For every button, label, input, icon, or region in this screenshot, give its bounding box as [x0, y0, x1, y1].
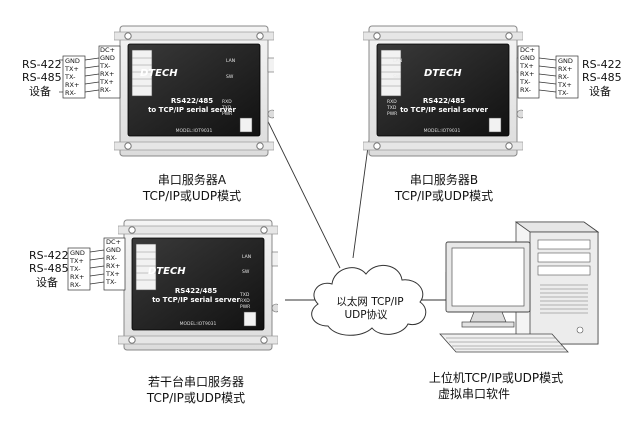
- device-a-line3: 设备: [29, 84, 51, 98]
- caption-server-a-1: 串口服务器A: [158, 172, 227, 187]
- pin-tx-plus: TX+: [105, 270, 120, 278]
- pwr-label: PWR: [240, 304, 250, 310]
- sw-label: SW: [393, 74, 401, 80]
- model-line2: to TCP/IP serial server: [148, 106, 236, 114]
- pin-tx-plus: TX+: [519, 62, 534, 70]
- model-line2: to TCP/IP serial server: [152, 296, 240, 304]
- term-b-3: RX-: [558, 73, 570, 81]
- device-c-line1: RS-422: [29, 249, 69, 262]
- pwr-label: PWR: [222, 111, 232, 117]
- model-line1: RS422/485: [175, 287, 217, 295]
- device-b-line1: RS-422: [582, 58, 622, 71]
- txd-label: TXD: [386, 105, 397, 111]
- lan-label: LAN: [226, 58, 235, 64]
- cloud-line2: UDP协议: [344, 308, 388, 321]
- pin-dcplus: DC+: [106, 238, 121, 246]
- pin-tx-minus: TX-: [99, 62, 111, 70]
- pin-rx-minus: RX-: [520, 86, 532, 94]
- term-b-2: RX+: [558, 65, 572, 73]
- terminal-box-b: GND RX+ RX- TX+ TX-: [555, 55, 579, 99]
- ethernet-cloud: 以太网 TCP/IP UDP协议: [311, 265, 427, 336]
- caption-server-a-2: TCP/IP或UDP模式: [142, 189, 241, 203]
- model-line1: RS422/485: [423, 97, 465, 105]
- term-a-3: TX-: [64, 73, 76, 81]
- term-b-5: TX-: [557, 89, 569, 97]
- sw-label: SW: [242, 269, 250, 275]
- pwr-label: PWR: [387, 111, 397, 117]
- caption-pc-2: 虚拟串口软件: [438, 387, 510, 401]
- caption-server-c-1: 若干台串口服务器: [148, 374, 244, 389]
- terminal-box-a: GND TX+ TX- RX+ RX-: [62, 55, 86, 99]
- device-b-line2: RS-485: [582, 71, 622, 84]
- pin-gnd: GND: [520, 54, 535, 62]
- term-a-2: TX+: [64, 65, 79, 73]
- serial-server-b: DTECH LAN SW RXD TXD PWR RS422/485 to TC…: [363, 25, 523, 157]
- term-a-4: RX+: [65, 81, 79, 89]
- device-c-line2: RS-485: [29, 262, 69, 275]
- wires-b: [538, 57, 557, 93]
- pin-rx-minus: RX-: [100, 86, 112, 94]
- pin-rx-minus: RX-: [106, 254, 118, 262]
- pin-tx-plus: TX+: [99, 78, 114, 86]
- pin-gnd: GND: [106, 246, 121, 254]
- serial-device-a: RS-422 RS-485 设备: [17, 56, 62, 98]
- pin-rx-plus: RX+: [520, 70, 534, 78]
- wires-c: [89, 249, 105, 285]
- term-a-1: GND: [65, 57, 80, 65]
- term-c-1: GND: [70, 249, 85, 257]
- txd-label: TXD: [239, 292, 250, 298]
- model-line1: RS422/485: [171, 97, 213, 105]
- pin-rx-plus: RX+: [100, 70, 114, 78]
- device-a-line2: RS-485: [22, 71, 62, 84]
- sw-label: SW: [226, 74, 234, 80]
- serial-server-a: DTECH LAN SW RXD TXD PWR RS422/485 to TC…: [114, 25, 274, 157]
- serial-server-c: DTECH LAN SW TXD RXD PWR RS422/485 to TC…: [118, 219, 278, 351]
- pin-strip-a: DC+ GND TX- RX+ TX+ RX-: [98, 45, 121, 99]
- cloud-line1: 以太网 TCP/IP: [336, 295, 403, 308]
- model-number: MODEL:IOT9031: [424, 128, 461, 134]
- caption-server-b-2: TCP/IP或UDP模式: [394, 189, 493, 203]
- lan-label: LAN: [242, 254, 251, 260]
- device-b-line3: 设备: [589, 84, 611, 98]
- term-c-4: RX+: [70, 273, 84, 281]
- model-line2: to TCP/IP serial server: [400, 106, 488, 114]
- term-b-4: TX+: [557, 81, 572, 89]
- host-computer: [439, 221, 600, 353]
- pin-strip-c: DC+ GND RX- RX+ TX+ TX-: [103, 237, 126, 291]
- pin-gnd: GND: [100, 54, 115, 62]
- brand-logo: DTECH: [424, 68, 462, 79]
- device-a-line1: RS-422: [22, 58, 62, 71]
- pin-tx-minus: TX-: [519, 78, 531, 86]
- pin-dcplus: DC+: [100, 46, 115, 54]
- serial-device-c: RS-422 RS-485 设备: [29, 249, 69, 289]
- txd-label: TXD: [221, 105, 232, 111]
- pin-strip-b: DC+ GND TX+ RX+ TX- RX-: [517, 45, 540, 99]
- device-c-line3: 设备: [36, 275, 58, 289]
- term-a-5: RX-: [65, 89, 77, 97]
- pin-dcplus: DC+: [520, 46, 535, 54]
- pin-rx-plus: RX+: [106, 262, 120, 270]
- serial-device-b: RS-422 RS-485 设备: [582, 58, 622, 98]
- model-number: MODEL:IOT9031: [176, 128, 213, 134]
- term-c-3: TX-: [69, 265, 81, 273]
- caption-server-c-2: TCP/IP或UDP模式: [146, 391, 245, 405]
- caption-server-b-1: 串口服务器B: [410, 172, 478, 187]
- rxd-label: RXD: [387, 99, 397, 105]
- terminal-box-c: GND TX+ TX- RX+ RX-: [67, 247, 91, 291]
- lan-label: LAN: [393, 58, 402, 64]
- brand-logo: DTECH: [140, 68, 178, 79]
- term-c-2: TX+: [69, 257, 84, 265]
- pin-tx-minus: TX-: [105, 278, 117, 286]
- term-b-1: GND: [558, 57, 573, 65]
- term-c-5: RX-: [70, 281, 82, 289]
- caption-pc-1: 上位机TCP/IP或UDP模式: [429, 370, 563, 385]
- rxd-label: RXD: [222, 99, 232, 105]
- brand-logo: DTECH: [148, 266, 186, 277]
- model-number: MODEL:IOT9031: [180, 321, 217, 327]
- rxd-label: RXD: [240, 298, 250, 304]
